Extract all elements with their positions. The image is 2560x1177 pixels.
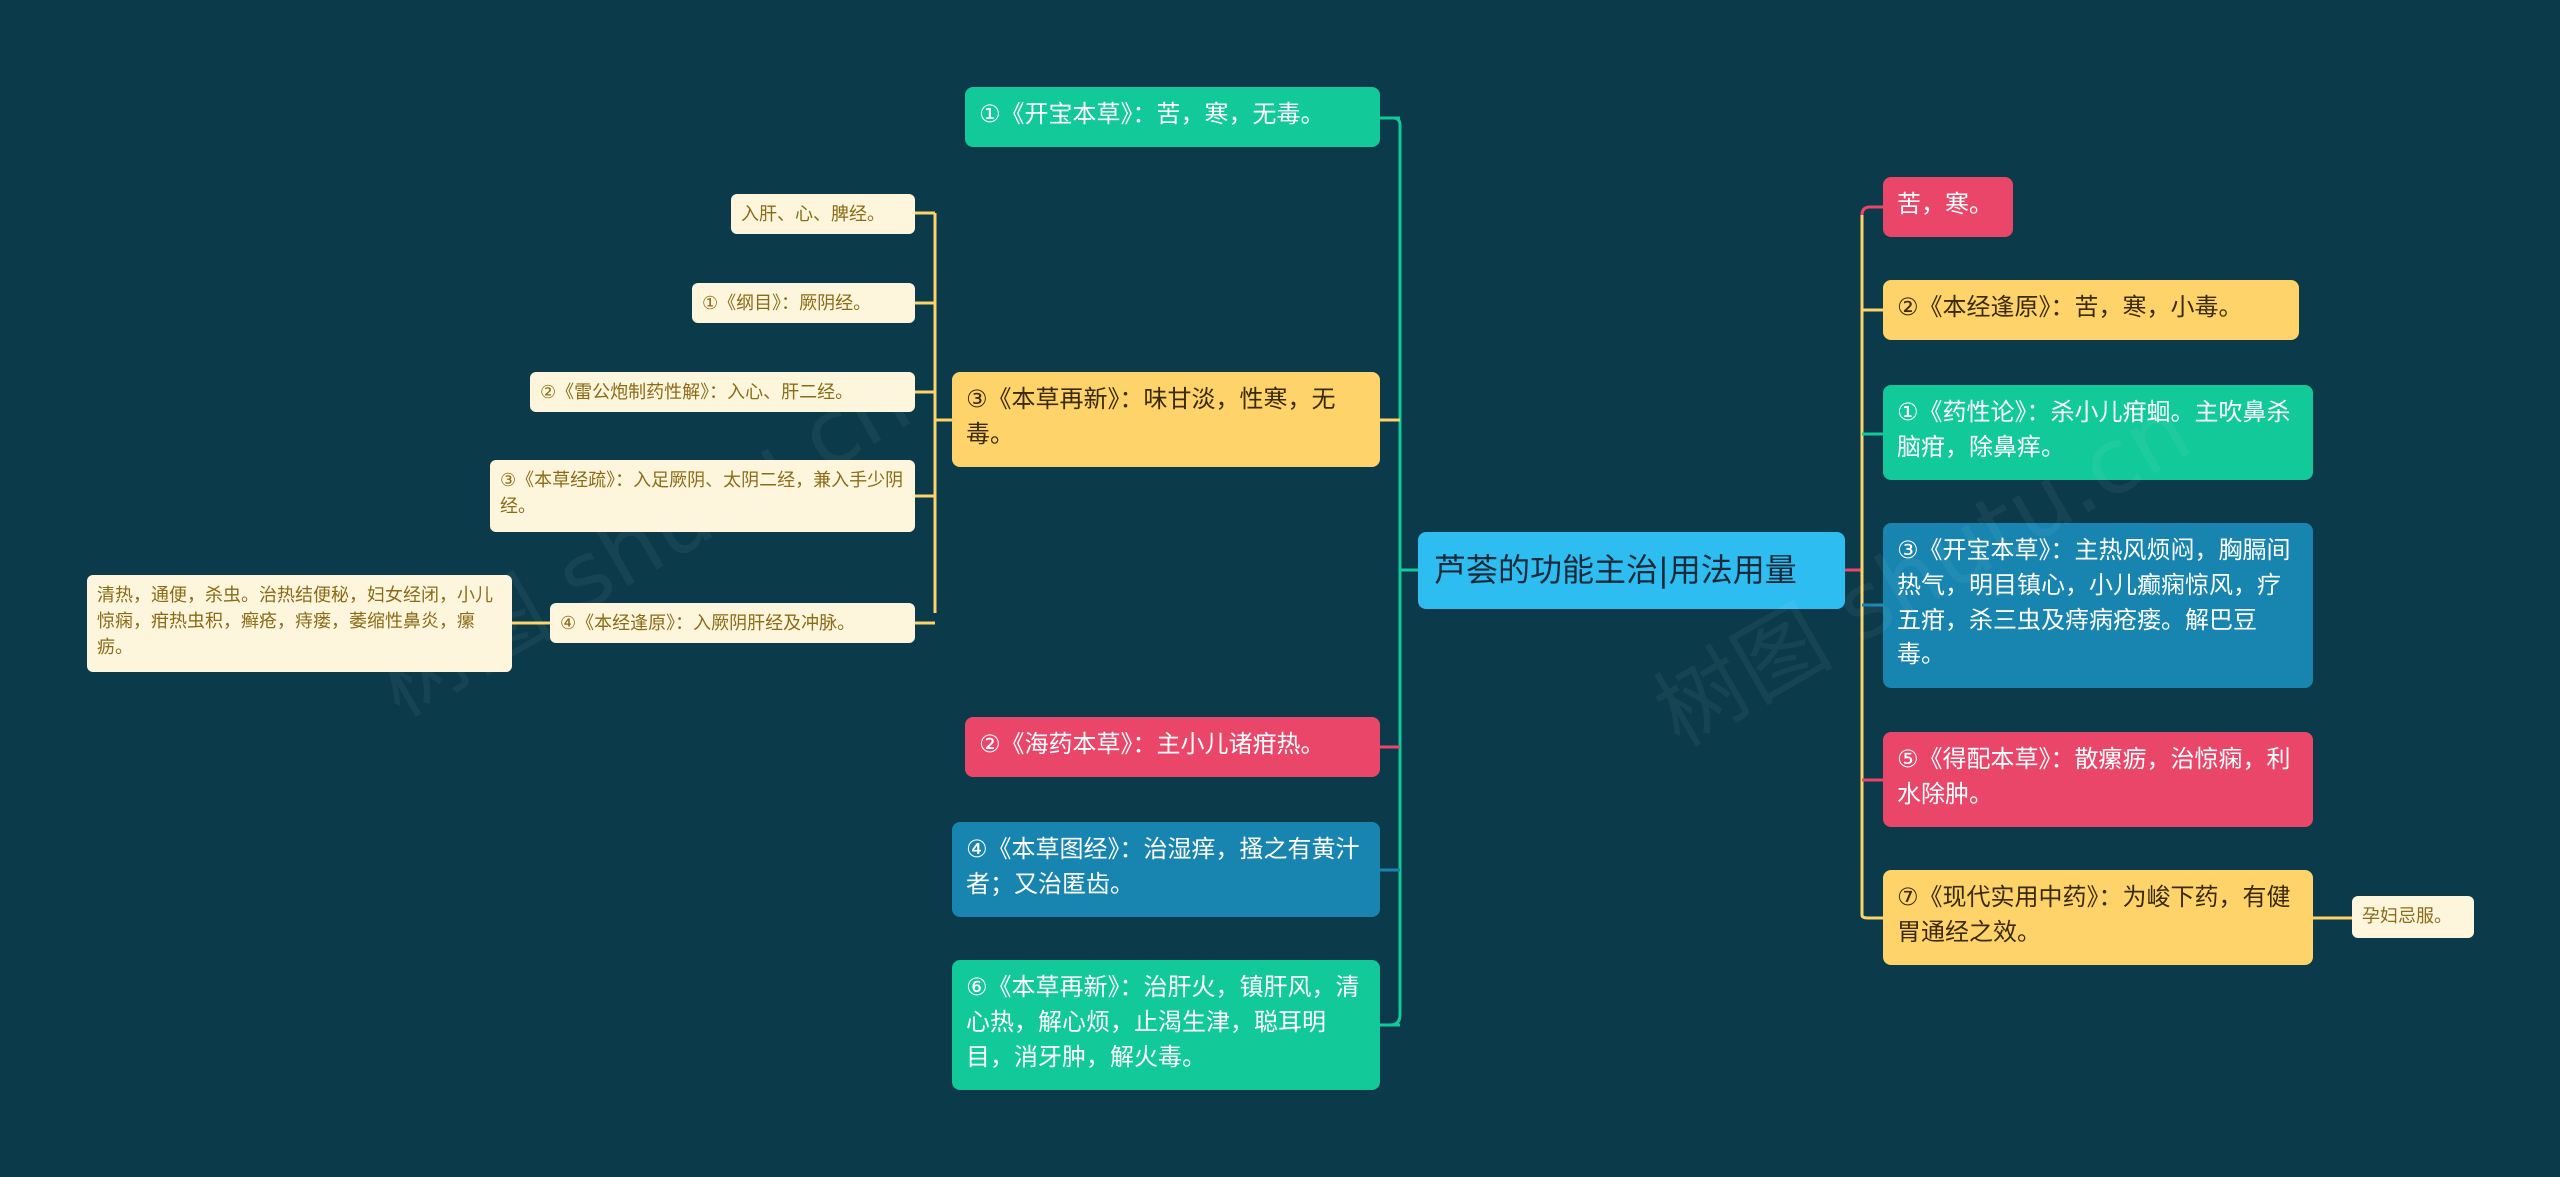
left-node-4[interactable]: ④《本草图经》：治湿痒，搔之有黄汁者；又治匿齿。 (952, 822, 1380, 917)
left-node-1-label: ①《开宝本草》：苦，寒，无毒。 (979, 100, 1325, 128)
left-sub-node-2[interactable]: ①《纲目》：厥阴经。 (692, 283, 915, 323)
connector-l2-trunk (933, 213, 952, 613)
right-sub-node-1[interactable]: 孕妇忌服。 (2352, 896, 2474, 938)
right-node-6-label: ⑦《现代实用中药》：为峻下药，有健胃通经之效。 (1897, 883, 2291, 946)
right-node-6[interactable]: ⑦《现代实用中药》：为峻下药，有健胃通经之效。 (1883, 870, 2313, 965)
right-sub-node-1-label: 孕妇忌服。 (2362, 906, 2452, 927)
left-node-5-label: ⑥《本草再新》：治肝火，镇肝风，清心热，解心烦，止渴生津，聪耳明目，消牙肿，解火… (966, 973, 1360, 1071)
left-node-2-label: ③《本草再新》：味甘淡，性寒，无毒。 (966, 385, 1336, 448)
connector-left-trunk (1380, 116, 1402, 1027)
right-node-4-label: ③《开宝本草》：主热风烦闷，胸膈间热气，明目镇心，小儿癫痫惊风，疗五疳，杀三虫及… (1897, 536, 2291, 669)
left-node-2[interactable]: ③《本草再新》：味甘淡，性寒，无毒。 (952, 372, 1380, 467)
left-sub-node-2-label: ①《纲目》：厥阴经。 (702, 293, 872, 314)
right-node-1-label: 苦，寒。 (1897, 190, 1993, 218)
left-node-5[interactable]: ⑥《本草再新》：治肝火，镇肝风，清心热，解心烦，止渴生津，聪耳明目，消牙肿，解火… (952, 960, 1380, 1090)
left-sub-node-5-label: ④《本经逢原》：入厥阴肝经及冲脉。 (560, 613, 856, 634)
right-node-3[interactable]: ①《药性论》：杀小儿疳蛔。主吹鼻杀脑疳，除鼻痒。 (1883, 385, 2313, 480)
root-label: 芦荟的功能主治|用法用量 (1434, 551, 1797, 590)
left-sub-node-3[interactable]: ②《雷公炮制药性解》：入心、肝二经。 (530, 372, 915, 412)
left-sub-node-3-label: ②《雷公炮制药性解》：入心、肝二经。 (540, 382, 854, 403)
right-node-5-label: ⑤《得配本草》：散瘰疬，治惊痫，利水除肿。 (1897, 745, 2291, 808)
connector-right-6 (1860, 914, 1883, 920)
right-node-1[interactable]: 苦，寒。 (1883, 177, 2013, 237)
right-node-5[interactable]: ⑤《得配本草》：散瘰疬，治惊痫，利水除肿。 (1883, 732, 2313, 827)
right-node-2[interactable]: ②《本经逢原》：苦，寒，小毒。 (1883, 280, 2299, 340)
root-node[interactable]: 芦荟的功能主治|用法用量 (1418, 532, 1845, 609)
left-sub-node-4-label: ③《本草经疏》：入足厥阴、太阴二经，兼入手少阴经。 (500, 470, 904, 518)
left-sub-node-1[interactable]: 入肝、心、脾经。 (731, 194, 915, 234)
connector-right-1 (1860, 205, 1883, 216)
left-sub-sub-node-1-label: 清热，通便，杀虫。治热结便秘，妇女经闭，小儿惊痫，疳热虫积，癣疮，痔瘘，萎缩性鼻… (97, 585, 493, 659)
left-sub-node-5[interactable]: ④《本经逢原》：入厥阴肝经及冲脉。 (550, 603, 915, 643)
left-node-3[interactable]: ②《海药本草》：主小儿诸疳热。 (965, 717, 1380, 777)
right-node-3-label: ①《药性论》：杀小儿疳蛔。主吹鼻杀脑疳，除鼻痒。 (1897, 398, 2291, 461)
left-sub-sub-node-1[interactable]: 清热，通便，杀虫。治热结便秘，妇女经闭，小儿惊痫，疳热虫积，癣疮，痔瘘，萎缩性鼻… (87, 575, 512, 672)
left-node-3-label: ②《海药本草》：主小儿诸疳热。 (979, 730, 1325, 758)
right-node-2-label: ②《本经逢原》：苦，寒，小毒。 (1897, 293, 2243, 321)
left-sub-node-1-label: 入肝、心、脾经。 (741, 204, 885, 225)
left-node-4-label: ④《本草图经》：治湿痒，搔之有黄汁者；又治匿齿。 (966, 835, 1360, 898)
right-node-4[interactable]: ③《开宝本草》：主热风烦闷，胸膈间热气，明目镇心，小儿癫痫惊风，疗五疳，杀三虫及… (1883, 523, 2313, 688)
left-sub-node-4[interactable]: ③《本草经疏》：入足厥阴、太阴二经，兼入手少阴经。 (490, 460, 915, 532)
left-node-1[interactable]: ①《开宝本草》：苦，寒，无毒。 (965, 87, 1380, 147)
